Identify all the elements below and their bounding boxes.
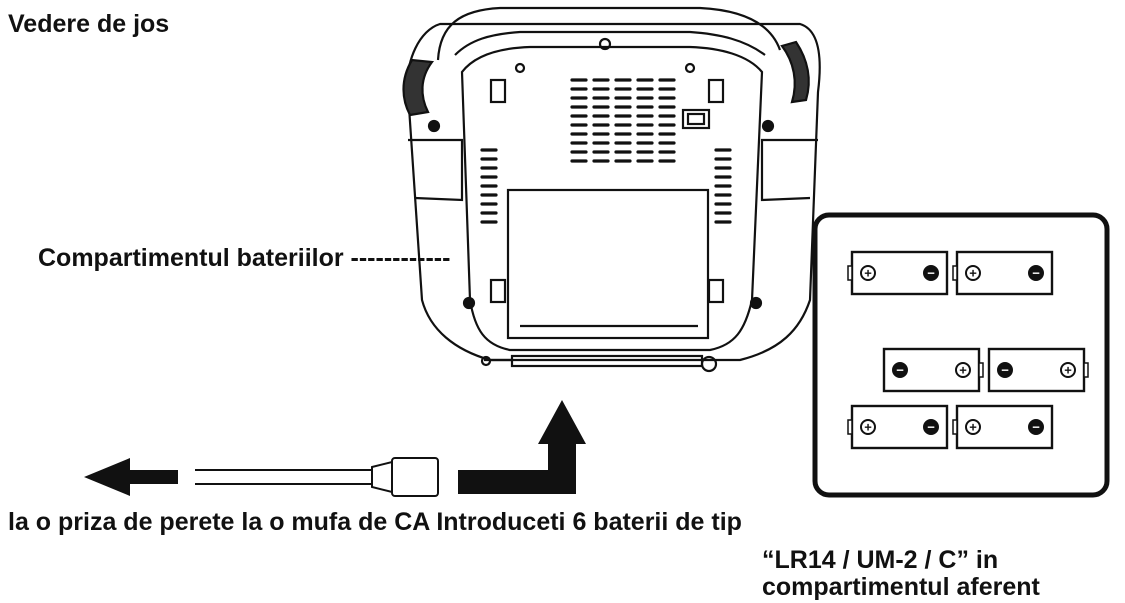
plus-terminal [965,265,981,281]
battery-cell: −+ [882,347,984,393]
plus-terminal [860,265,876,281]
power-connection [84,400,586,497]
minus-symbol: − [1032,420,1040,435]
plus-terminal [1060,362,1076,378]
minus-symbol: − [927,266,935,281]
plus-symbol: + [864,420,872,435]
battery-cell: +− [847,250,949,296]
plus-symbol: + [864,266,872,281]
plus-terminal [860,419,876,435]
device-bottom-view [402,6,821,373]
instruction-line-2: “LR14 / UM-2 / C” in [762,546,999,574]
vent-grille [480,78,732,224]
up-arrow [458,400,586,494]
minus-terminal [923,419,939,435]
battery-cell: +− [952,404,1054,450]
minus-symbol: − [896,363,904,378]
minus-terminal [1028,419,1044,435]
plus-terminal [965,419,981,435]
battery-cell: +− [847,404,949,450]
minus-terminal [892,362,908,378]
battery-cell: −+ [987,347,1089,393]
minus-terminal [997,362,1013,378]
left-arrow [84,458,178,496]
right-handle [780,40,810,104]
minus-terminal [923,265,939,281]
plus-terminal [955,362,971,378]
left-handle [402,58,435,117]
instruction-line-3: compartimentul aferent [762,573,1040,601]
plus-symbol: + [959,363,967,378]
minus-symbol: − [1001,363,1009,378]
plus-symbol: + [969,420,977,435]
battery-cell: +− [952,250,1054,296]
minus-terminal [1028,265,1044,281]
instruction-line-1: la o priza de perete la o mufa de CA Int… [8,508,742,536]
battery-door [506,188,710,340]
minus-symbol: − [1032,266,1040,281]
plus-symbol: + [1064,363,1072,378]
battery-compartment-label: Compartimentul bateriilor ------------ [38,244,451,272]
plus-symbol: + [969,266,977,281]
diagram-title: Vedere de jos [8,10,170,38]
plug [371,460,393,494]
minus-symbol: − [927,420,935,435]
